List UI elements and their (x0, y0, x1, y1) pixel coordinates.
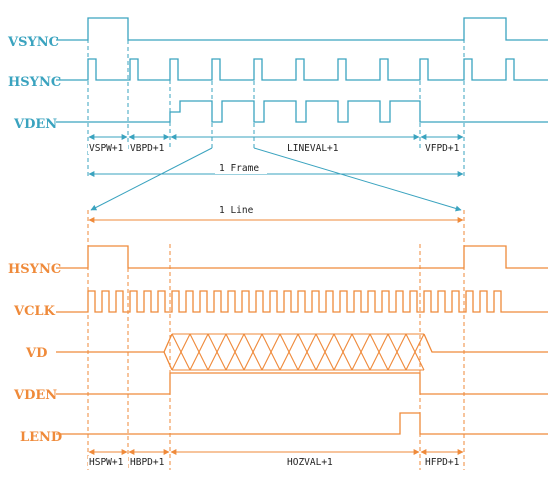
bottom-hsync-waveform (56, 245, 548, 269)
bottom-hsync-label: HSYNC (8, 262, 61, 277)
top-hsync-label: HSYNC (8, 75, 61, 90)
hbpd-label: HBPD+1 (130, 457, 165, 468)
top-section: VSYNC HSYNC VDEN VSPW+1 VBPD+1 (7, 17, 548, 212)
hozval-label: HOZVAL+1 (287, 457, 333, 468)
top-vsync-waveform (56, 17, 548, 41)
zoom-line-left (90, 147, 213, 211)
bottom-vclk-waveform (56, 290, 548, 313)
vd-cell-diag (369, 333, 389, 371)
top-hsync-waveform (56, 58, 548, 81)
top-vden-waveform (56, 100, 548, 123)
bottom-guides (87, 210, 465, 470)
vd-cell-diag (225, 333, 245, 371)
bottom-vd-label: VD (25, 346, 47, 361)
bottom-vclk-label: VCLK (13, 304, 56, 319)
vd-cell-diag (243, 333, 263, 371)
bottom-section: 1 Line HSYNC VCLK VD VDEN LEND (8, 204, 548, 470)
vd-cell-diag (207, 333, 227, 371)
vd-cell-diag (387, 333, 407, 371)
vd-cell-diag (261, 333, 281, 371)
vd-cell-diag (297, 333, 317, 371)
bottom-lend-waveform (56, 412, 548, 435)
bottom-vd-idle-left (56, 333, 173, 353)
top-vsync-label: VSYNC (7, 35, 59, 50)
vd-cell-diag (315, 333, 335, 371)
bottom-vden-waveform (56, 372, 548, 395)
zoom-line-right (253, 147, 462, 212)
frame-span-label: 1 Frame (219, 163, 259, 174)
vd-cell-diag (405, 333, 425, 371)
bottom-vd-idle-right (423, 333, 548, 353)
bottom-vd-data-cells (171, 333, 425, 371)
line-span-label: 1 Line (219, 205, 254, 216)
hspw-label: HSPW+1 (89, 457, 124, 468)
vd-cell-diag (171, 333, 191, 371)
vfpd-label: VFPD+1 (425, 143, 460, 154)
vbpd-label: VBPD+1 (130, 143, 165, 154)
vd-cell-diag (189, 333, 209, 371)
bottom-lend-label: LEND (20, 430, 62, 445)
vd-cell-diag (279, 333, 299, 371)
vd-cell-diag (333, 333, 353, 371)
bottom-vd-hold-edges (163, 351, 173, 371)
bottom-vden-label: VDEN (13, 388, 57, 403)
vd-cell-diag (351, 333, 371, 371)
vspw-label: VSPW+1 (89, 143, 124, 154)
top-vden-label: VDEN (13, 117, 57, 132)
lineval-label: LINEVAL+1 (287, 143, 339, 154)
hfpd-label: HFPD+1 (425, 457, 460, 468)
